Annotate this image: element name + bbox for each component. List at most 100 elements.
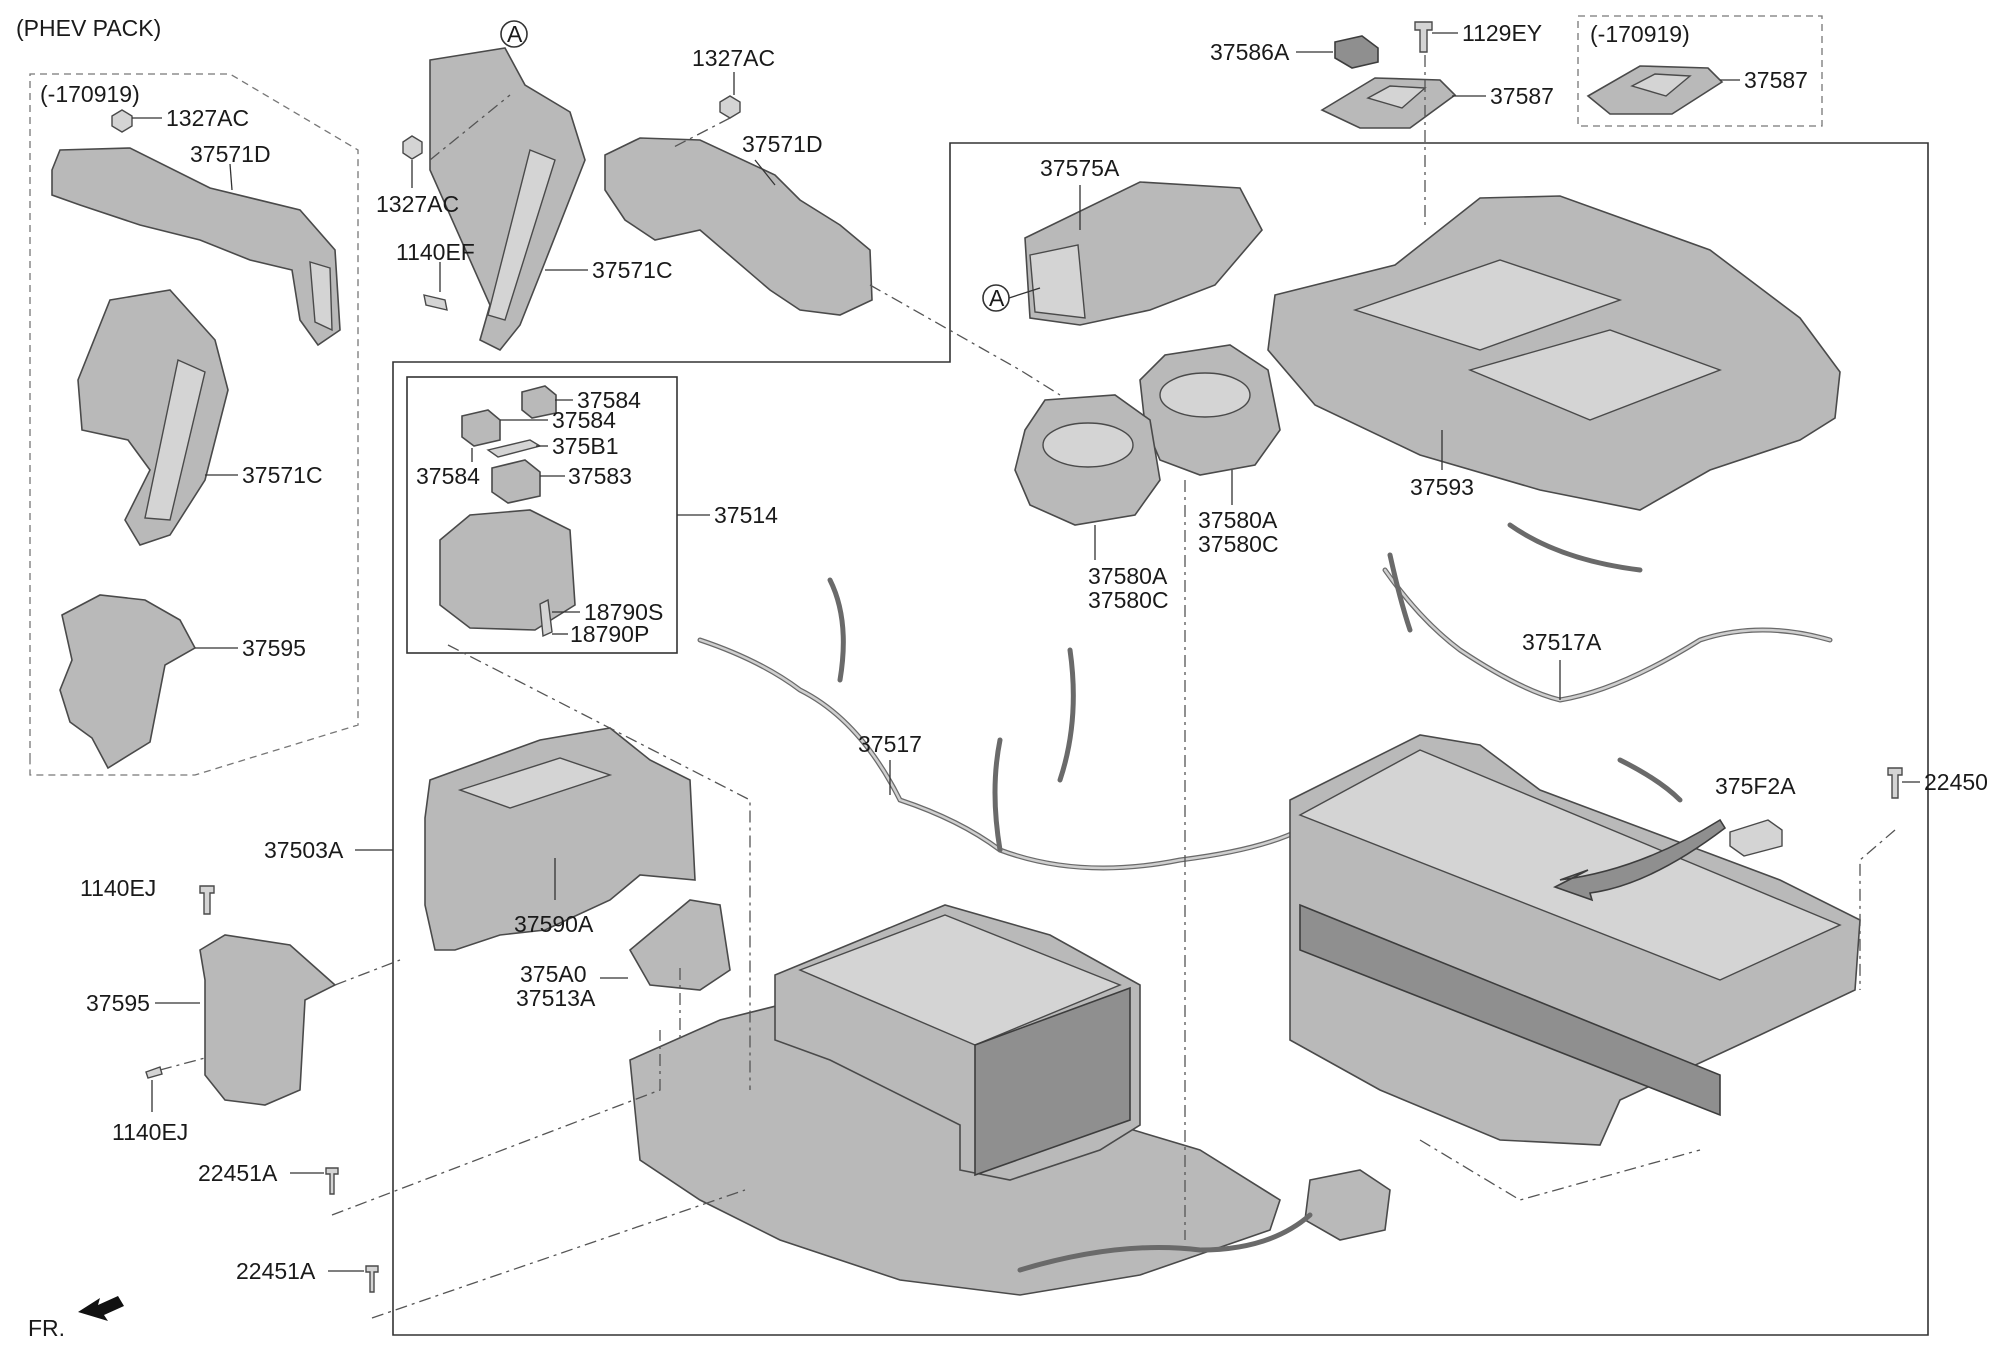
nut-1327ac-left-part [111,109,133,133]
relay-37584-a-part [521,385,557,419]
part-label-1327ac-top: 1327AC [692,45,775,71]
duct-37571d-left-opening [309,261,333,332]
pack-label: (PHEV PACK) [16,15,161,41]
harness-group [697,522,1833,871]
bracket-37595-low-part [199,934,337,1106]
part-label-37583: 37583 [568,463,632,489]
duct-37571c-left-part [77,289,229,546]
blower-group [1014,181,1281,526]
connector-hv-part [1304,1169,1391,1241]
part-label-37580a-left: 37580A [1088,563,1168,589]
battery-pack-group [629,734,1903,1296]
harness-37517a-branch [1387,522,1683,803]
front-label: FR. [28,1315,65,1341]
bolt-1129ey-part [1414,21,1433,53]
part-label-1129ey: 1129EY [1462,20,1542,46]
align-line-h [159,1057,206,1071]
part-label-37593: 37593 [1410,474,1474,500]
top-right-small-parts [1320,21,1724,129]
fuse-375f2a-part [1729,819,1783,857]
part-label-37571d-left: 37571D [190,141,271,167]
part-label-1327ac-mid: 1327AC [376,191,459,217]
left-group-parts [51,109,341,770]
part-label-37595-left: 37595 [242,635,306,661]
align-line-i [331,1030,661,1216]
reference-a-top-circle [500,20,528,48]
align-line-f [447,644,751,1090]
cover-37593-rib-a [1352,259,1623,351]
reference-a-top-label: A [507,21,523,47]
align-line-b [671,117,731,149]
labels: (PHEV PACK) (-170919) (-170919) A A 1327… [16,15,1988,1341]
duct-37575a-opening [1029,244,1086,319]
cover-37590a-rib [457,757,613,809]
bolt-1140ej-low-part [145,1066,163,1079]
callout-arrow-375f2a [1552,818,1727,902]
duct-37571d-top-part [604,137,873,316]
part-label-1140ej-top: 1140EJ [80,875,156,901]
duct-37571c-left-slot [144,359,206,521]
part-label-37517a: 37517A [1522,629,1602,655]
bolt-1140ej-top-part [199,885,215,915]
align-line-c [869,284,1061,396]
part-label-37517: 37517 [858,731,922,757]
duct-37571d-left-part [51,147,341,347]
main-assembly-frame [392,142,1929,1336]
part-label-18790s: 18790S [584,599,663,625]
left-group-date-label: (-170919) [40,81,140,107]
part-label-1140ej-low: 1140EJ [112,1119,188,1145]
part-label-37514: 37514 [714,502,778,528]
cover-37587-b-window [1630,73,1692,97]
hv-cable [1017,1212,1313,1273]
part-label-22451a-a: 22451A [198,1160,278,1186]
align-line-l [1419,1139,1701,1201]
bracket-37595-left-part [59,594,197,770]
fuse-375b1-part [486,439,542,458]
align-line-g [334,959,401,986]
relay-37584-b-part [461,409,501,447]
top-duct-group [402,47,873,352]
align-line-a [429,94,511,161]
junction-block-37514-part [439,509,576,631]
duct-37575a-part [1024,181,1263,326]
part-label-22451a-b: 22451A [236,1258,316,1284]
top-cover-group [1267,195,1841,511]
part-label-37580c-left: 37580C [1088,587,1169,613]
part-label-375b1: 375B1 [552,433,619,459]
battery-pack-right-top [1298,749,1842,981]
leader-lines [132,32,1920,1272]
part-label-18790p: 18790P [570,621,649,647]
duct-37571c-top-slot [487,149,556,321]
relay-37583-part [491,459,541,504]
cover-37593-rib-b [1467,329,1722,421]
part-label-37571d-top: 37571D [742,131,823,157]
part-label-37586a: 37586A [1210,39,1290,65]
sensor-37586a-part [1334,35,1379,69]
part-label-37595-low: 37595 [86,990,150,1016]
right-dashed-group-box [1577,15,1823,127]
bolt-22451a-b-part [365,1265,379,1293]
part-label-1327ac-left: 1327AC [166,105,249,131]
part-label-375a0: 375A0 [520,961,587,987]
battery-module-center-side [974,986,1131,1177]
part-label-37575a: 37575A [1040,155,1120,181]
part-label-375f2a: 375F2A [1715,773,1796,799]
lower-left-parts [145,727,731,1293]
part-label-37584-c: 37584 [416,463,480,489]
reference-a-mid-label: A [989,285,1005,311]
terminal-18790-part [539,598,553,638]
module-375a0-part [628,899,731,991]
fan-37580-left-impeller [1042,422,1134,468]
nut-1327ac-top-part [719,95,741,119]
part-label-37587-b: 37587 [1744,67,1808,93]
part-label-1140ef: 1140EF [396,239,475,265]
harness-37517-branch [827,577,1076,853]
part-label-37587-a: 37587 [1490,83,1554,109]
part-label-37503a: 37503A [264,837,344,863]
left-dashed-group-box [29,73,359,776]
front-direction-arrow [78,1296,124,1321]
duct-37571c-top-part [429,47,586,352]
align-line-j [371,1189,746,1319]
right-group-date-label: (-170919) [1590,21,1690,47]
